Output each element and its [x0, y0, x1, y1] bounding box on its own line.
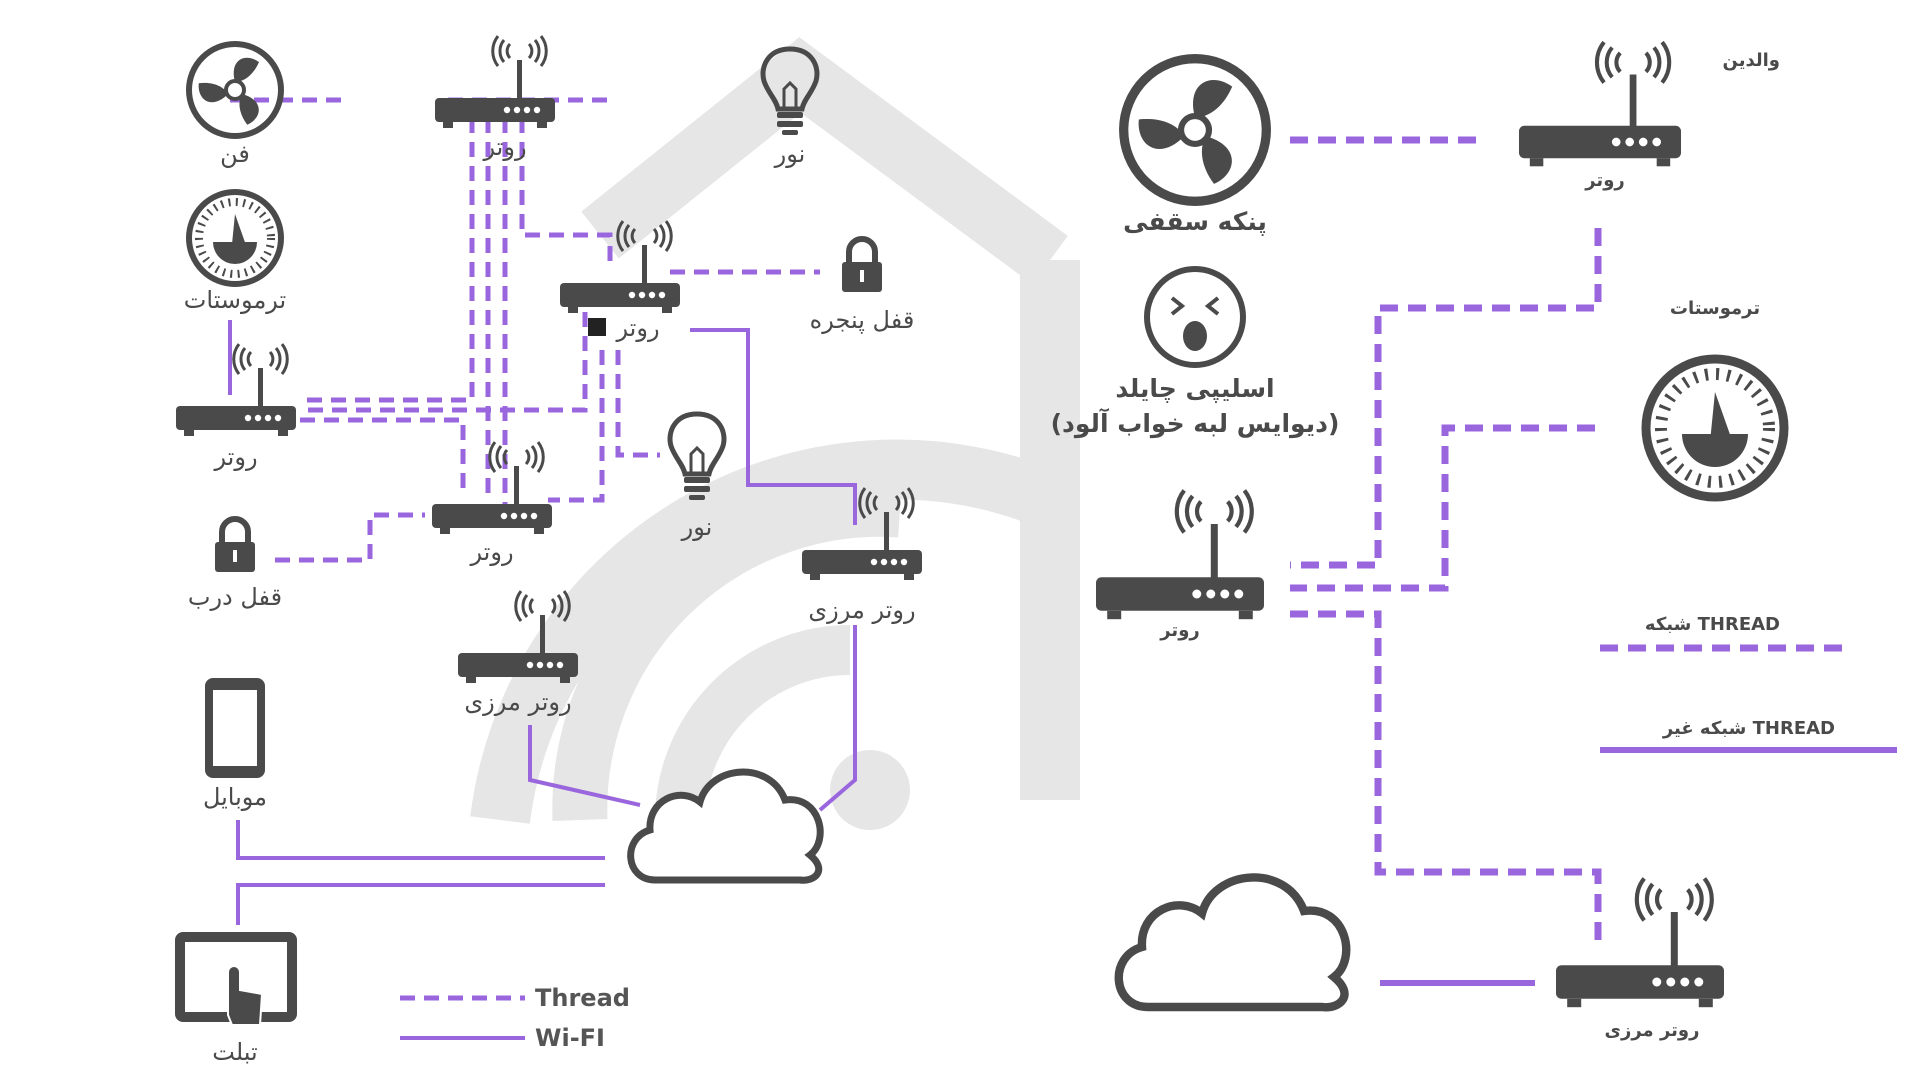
light-top-label: نور — [774, 140, 806, 168]
legend-thread-network-label: شبکه THREAD — [1645, 614, 1780, 635]
phone-icon — [205, 678, 265, 778]
door-lock-device: قفل درب — [188, 519, 282, 611]
sleepy-face-icon — [1144, 266, 1246, 368]
router-icon — [1096, 490, 1264, 619]
right-router-center-label: روتر — [1159, 620, 1200, 641]
cloud-icon — [1119, 877, 1346, 1007]
right-router-top-label: روتر — [1584, 170, 1625, 191]
tablet-icon — [175, 932, 297, 1026]
border-router-a-label: روتر مرزی — [808, 596, 915, 624]
house-wifi-watermark-icon — [470, 37, 1080, 830]
fan-icon — [1124, 59, 1267, 202]
door-lock-label: قفل درب — [188, 583, 282, 611]
fan-label: فن — [220, 140, 250, 168]
ceiling-fan-label: پنکه سقفی — [1123, 207, 1267, 236]
router-left-device: روتر — [174, 342, 298, 471]
router-lower-device: روتر — [430, 440, 554, 566]
fan-device: فن — [189, 44, 281, 168]
right-router-center-device: روتر — [1096, 490, 1264, 641]
router-left-label: روتر — [213, 443, 257, 471]
right-thermostat-device: ترموستات — [1646, 298, 1784, 497]
right-links — [1290, 136, 1602, 986]
tablet-device: تبلت — [175, 932, 297, 1066]
right-router-top-device: والدین روتر — [1519, 42, 1780, 191]
sleepy-child-device: اسلیپی چایلد (دیوایس لبه خواب آلود) — [1051, 266, 1340, 439]
router-icon — [1519, 42, 1681, 166]
router-mid-device: روتر — [558, 219, 682, 342]
legend-right: شبکه THREAD شبکه غیر THREAD — [1600, 614, 1897, 753]
border-router-b-device: روتر مرزی — [456, 589, 580, 716]
light-mid-device: نور — [670, 414, 724, 541]
ceiling-fan-device: پنکه سقفی — [1123, 59, 1267, 236]
right-border-router-label: روتر مرزی — [1605, 1020, 1700, 1041]
right-thermostat-label: ترموستات — [1670, 298, 1760, 319]
status-square — [588, 318, 606, 336]
right-border-router-device: روتر مرزی — [1556, 878, 1724, 1041]
tablet-label: تبلت — [212, 1038, 257, 1066]
light-mid-label: نور — [681, 513, 713, 541]
legend-non-thread-network-label: شبکه غیر THREAD — [1662, 718, 1835, 739]
router-top-label: روتر — [482, 133, 526, 161]
router-icon — [1556, 878, 1724, 1007]
mobile-label: موبایل — [203, 783, 267, 811]
lock-icon — [215, 519, 255, 572]
legend-wifi-label: Wi-FI — [535, 1024, 605, 1052]
sleepy-edge-device-label: (دیوایس لبه خواب آلود) — [1051, 408, 1340, 439]
router-mid-label: روتر — [615, 314, 659, 342]
window-lock-label: قفل پنجره — [810, 306, 915, 334]
router-lower-label: روتر — [469, 538, 513, 566]
sleepy-child-label: اسلیپی چایلد — [1115, 374, 1274, 403]
router-top-device: روتر — [433, 34, 557, 161]
border-router-a-device: روتر مرزی — [800, 486, 924, 624]
router-icon — [433, 34, 557, 130]
legend-left: Thread Wi-FI — [400, 984, 630, 1052]
window-lock-device: قفل پنجره — [810, 239, 915, 334]
parents-label: والدین — [1723, 50, 1780, 71]
thermostat-icon — [189, 192, 281, 284]
light-top-device: نور — [763, 49, 817, 168]
mobile-device: موبایل — [203, 678, 267, 811]
thermostat-icon — [1646, 359, 1784, 497]
thermostat-device: ترموستات — [184, 192, 286, 314]
fan-icon — [189, 44, 281, 136]
left-links — [228, 97, 857, 925]
router-icon — [174, 342, 298, 438]
thermostat-label: ترموستات — [184, 286, 286, 314]
lock-icon — [842, 239, 882, 292]
border-router-b-label: روتر مرزی — [464, 688, 571, 716]
legend-thread-label: Thread — [535, 984, 630, 1012]
router-icon — [430, 440, 554, 536]
